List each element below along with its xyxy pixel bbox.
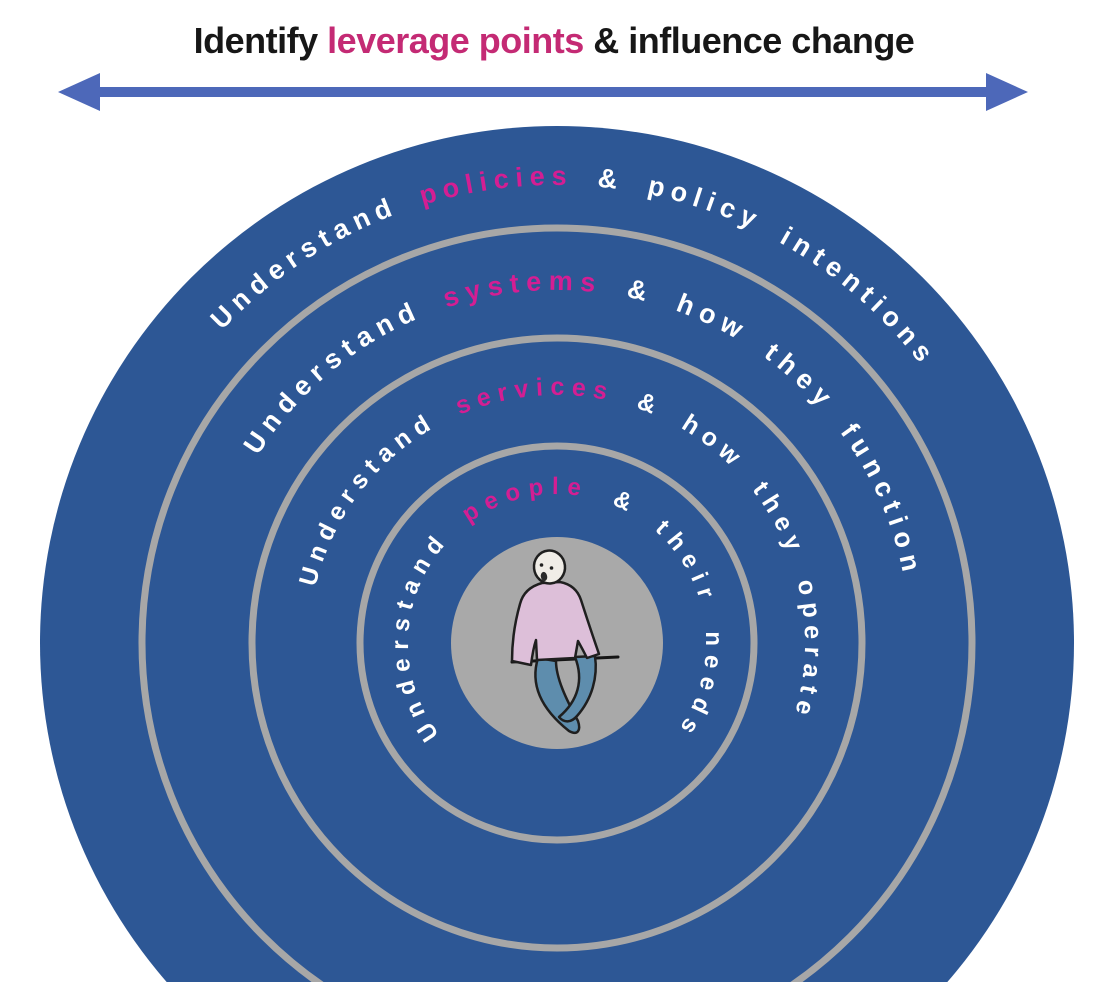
title-accent: leverage points	[327, 20, 584, 61]
person-leg-back	[557, 654, 597, 723]
title-suffix: & influence change	[583, 20, 915, 61]
person-eye-right	[549, 566, 554, 570]
page-title: Identify leverage points & influence cha…	[0, 20, 1108, 62]
person-mouth	[540, 571, 548, 582]
ring-divider-2	[248, 334, 866, 952]
double-headed-arrow-icon	[58, 73, 1028, 111]
person-eye-left	[539, 563, 544, 567]
person-torso	[510, 580, 601, 667]
person-sitting-illustration	[510, 549, 620, 735]
ring-divider-3	[356, 442, 758, 844]
title-prefix: Identify	[193, 20, 328, 61]
ring-divider-1	[138, 224, 976, 982]
